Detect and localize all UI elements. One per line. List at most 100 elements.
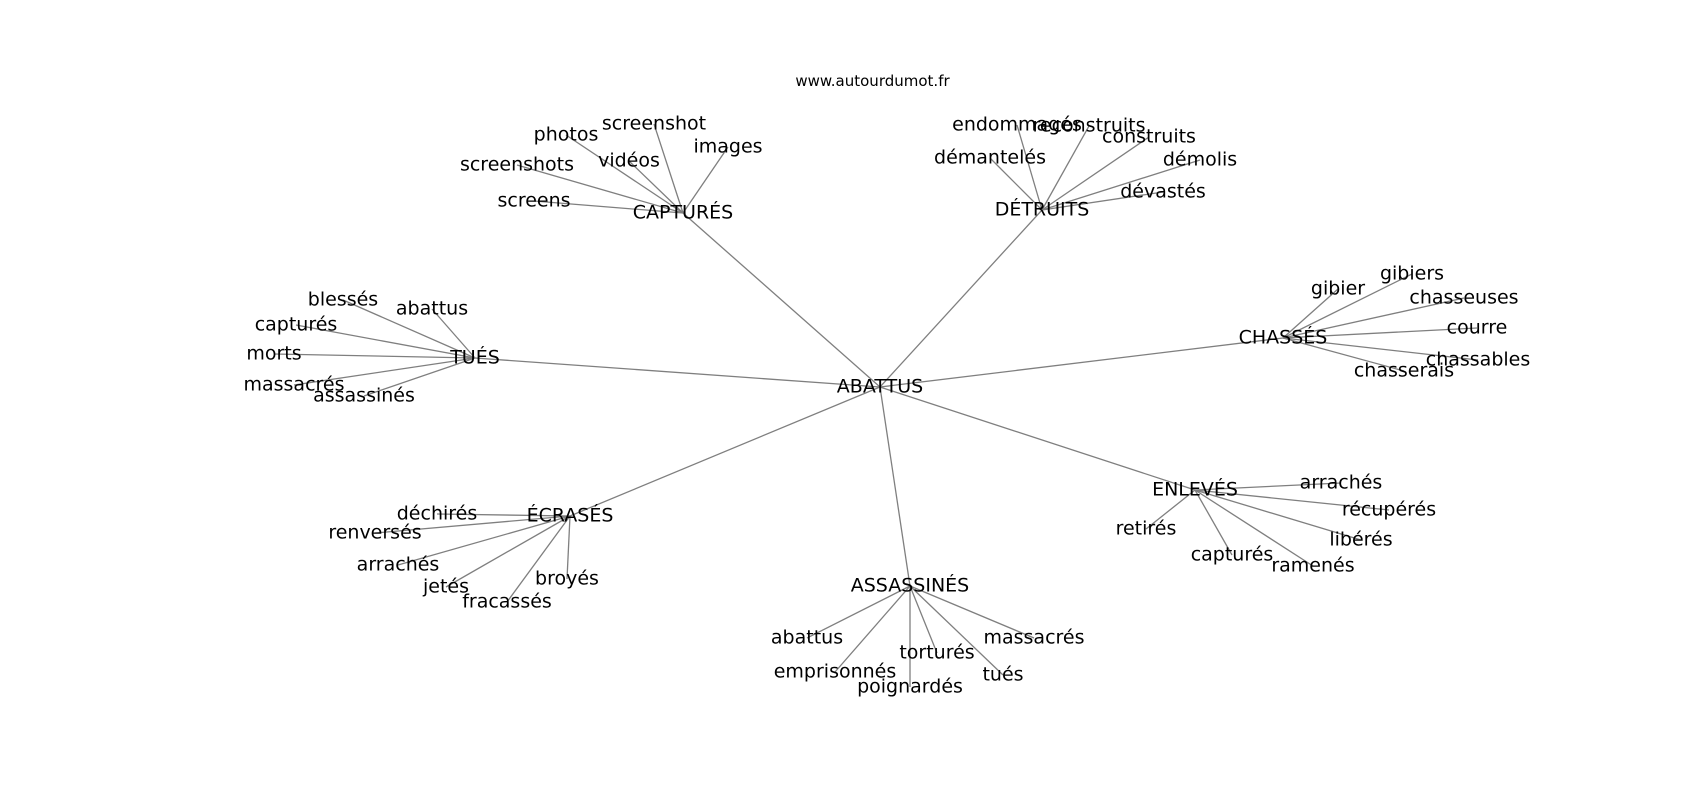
word-node: arrachés xyxy=(1300,472,1383,494)
word-node: assassinés xyxy=(313,385,415,407)
word-edge xyxy=(363,357,476,397)
word-edge xyxy=(1194,489,1233,556)
word-node: reconstruits xyxy=(1032,115,1145,137)
word-edge xyxy=(342,299,476,359)
word-node: vidéos xyxy=(598,150,660,172)
hub-edge xyxy=(879,337,1284,388)
center-node: ABATTUS xyxy=(837,376,923,398)
word-edge xyxy=(1145,489,1196,530)
word-node: abattus xyxy=(396,298,468,320)
word-edge xyxy=(1016,124,1043,211)
word-node: abattus xyxy=(771,627,843,649)
word-edge xyxy=(1282,297,1465,339)
word-node: chasseuses xyxy=(1409,287,1518,309)
word-node: broyés xyxy=(535,568,599,590)
word-edge xyxy=(909,585,1035,639)
word-edge xyxy=(431,308,476,359)
word-node: screenshot xyxy=(602,113,706,135)
word-edge xyxy=(1282,273,1413,339)
word-node: retirés xyxy=(1116,518,1177,540)
hub-edge xyxy=(474,357,881,388)
word-node: chasserais xyxy=(1354,360,1454,382)
word-edge xyxy=(566,515,571,580)
word-node: démolis xyxy=(1163,149,1237,171)
word-edge xyxy=(1041,191,1164,211)
word-edge xyxy=(653,123,684,214)
word-node: morts xyxy=(246,343,301,365)
word-node: poignardés xyxy=(857,676,963,698)
word-edge xyxy=(1282,288,1339,339)
word-edge xyxy=(293,357,476,386)
hub-node: ÉCRASÉS xyxy=(527,504,614,527)
word-edge xyxy=(1194,482,1342,491)
word-node: massacrés xyxy=(243,374,344,396)
word-node: fracassés xyxy=(462,591,552,613)
word-edge xyxy=(1041,159,1201,211)
word-edge xyxy=(506,515,571,603)
word-node: screenshots xyxy=(460,154,574,176)
word-node: courre xyxy=(1447,317,1508,339)
word-node: arrachés xyxy=(357,554,440,576)
word-edge xyxy=(445,515,571,588)
hub-node: ASSASSINÉS xyxy=(851,574,969,597)
word-edge xyxy=(1041,125,1090,211)
word-edge xyxy=(533,200,684,214)
word-node: chassables xyxy=(1426,349,1531,371)
word-node: torturés xyxy=(899,642,974,664)
word-edge xyxy=(909,585,1004,676)
word-edge xyxy=(909,585,938,654)
word-node: construits xyxy=(1102,126,1196,148)
word-edge xyxy=(1282,337,1479,361)
word-node: gibier xyxy=(1311,278,1365,300)
word-node: dévastés xyxy=(1120,181,1206,203)
word-edge xyxy=(1194,489,1362,541)
word-node: images xyxy=(693,136,762,158)
hub-edge xyxy=(682,212,881,388)
word-edge xyxy=(273,353,476,359)
hub-node: CAPTURÉS xyxy=(633,201,734,224)
word-edge xyxy=(397,515,571,566)
word-node: démantelés xyxy=(934,147,1046,169)
word-edge xyxy=(834,585,911,673)
word-edge xyxy=(1041,136,1150,211)
word-node: emprisonnés xyxy=(774,661,897,683)
word-node: renversés xyxy=(328,522,421,544)
word-node: screens xyxy=(497,190,570,212)
word-edge xyxy=(436,513,571,517)
word-node: massacrés xyxy=(983,627,1084,649)
word-node: jetés xyxy=(422,576,469,598)
word-edge xyxy=(295,324,476,359)
hub-node: CHASSÉS xyxy=(1239,326,1328,349)
word-node: gibiers xyxy=(1380,263,1444,285)
hub-edge xyxy=(879,209,1043,388)
word-edge xyxy=(628,160,684,214)
word-edge xyxy=(1282,327,1478,339)
hub-edge xyxy=(879,386,1196,491)
word-edge xyxy=(1194,489,1390,511)
hub-node: ENLEVÉS xyxy=(1152,478,1238,501)
word-node: photos xyxy=(534,124,599,146)
word-node: déchirés xyxy=(397,503,478,525)
word-edge xyxy=(1282,337,1405,372)
hub-edge xyxy=(569,386,881,517)
word-node: ramenés xyxy=(1271,555,1354,577)
word-edge xyxy=(682,146,729,214)
word-edge xyxy=(806,585,911,639)
word-node: récupérés xyxy=(1342,499,1436,521)
word-node: libérés xyxy=(1329,529,1392,551)
hub-node: TUÉS xyxy=(449,346,500,369)
word-node: capturés xyxy=(255,314,338,336)
word-node: tués xyxy=(982,664,1023,686)
word-edge xyxy=(565,134,684,214)
word-node: endommagés xyxy=(952,114,1082,136)
word-node: capturés xyxy=(1191,544,1274,566)
word-edge xyxy=(516,164,684,214)
word-edge xyxy=(989,157,1043,211)
hub-edge xyxy=(879,386,911,587)
source-watermark: www.autourdumot.fr xyxy=(795,72,950,90)
word-node: blessés xyxy=(308,289,378,311)
word-edge xyxy=(374,515,571,534)
hub-node: DÉTRUITS xyxy=(995,198,1090,221)
word-edge xyxy=(1194,489,1314,567)
